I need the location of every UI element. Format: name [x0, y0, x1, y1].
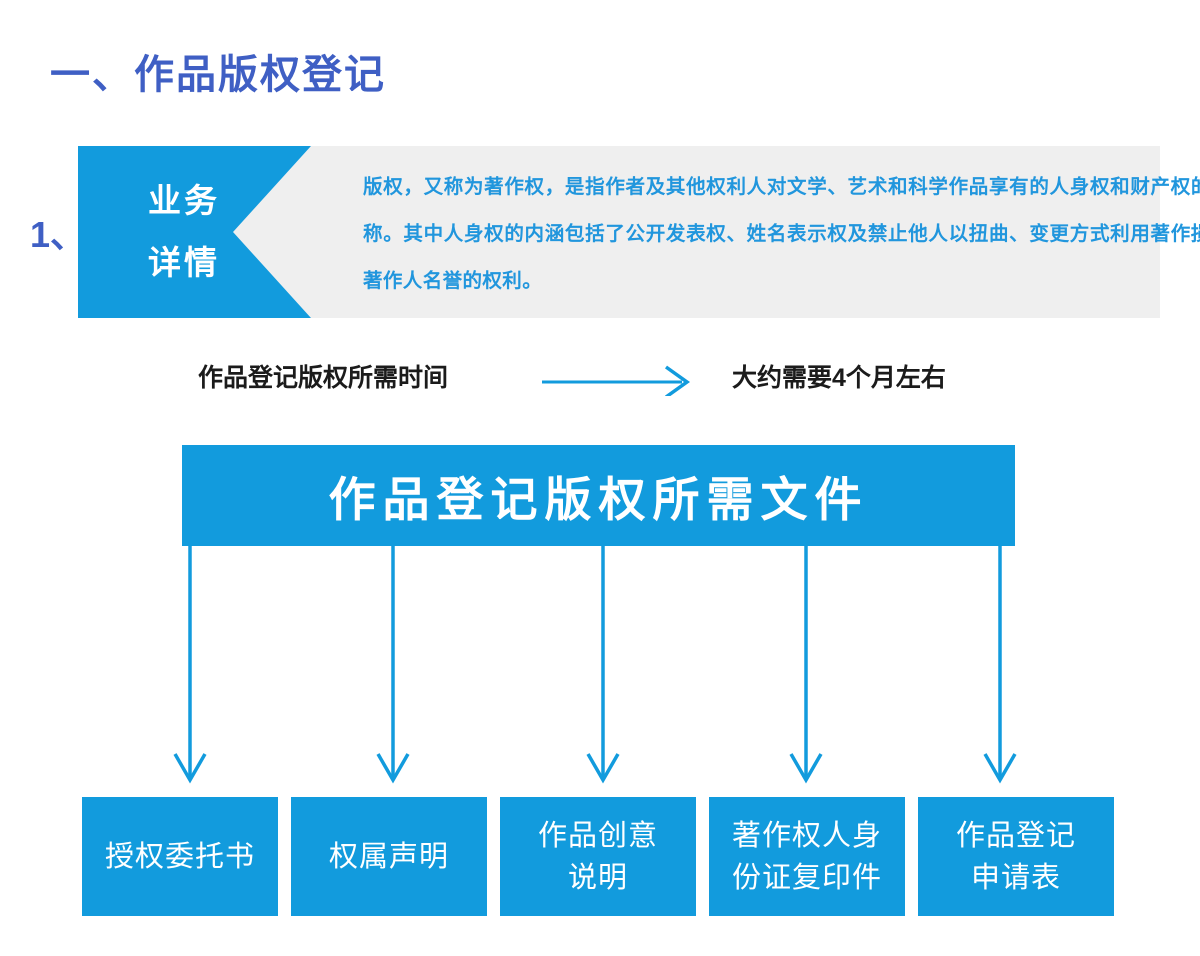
document-box-3[interactable]: 作品创意 说明 — [500, 797, 696, 916]
duration-right-label: 大约需要4个月左右 — [732, 364, 946, 392]
document-box-1[interactable]: 授权委托书 — [82, 797, 278, 916]
document-boxes: 授权委托书 权属声明 作品创意 说明 著作权人身 份证复印件 作品登记 申请表 — [82, 797, 1130, 916]
detail-index-label: 1、 — [30, 214, 87, 255]
page-title: 一、作品版权登记 — [50, 53, 386, 97]
business-detail-block: 1、 业务 详情 版权，又称为著作权，是指作者及其他权利人对文学、艺术和科学作品… — [30, 146, 1200, 318]
detail-paragraph: 版权，又称为著作权，是指作者及其他权利人对文学、艺术和科学作品享有的人身权和财产… — [363, 176, 1200, 292]
documents-header-bar: 作品登记版权所需文件 — [182, 445, 1015, 546]
document-box-4[interactable]: 著作权人身 份证复印件 — [709, 797, 905, 916]
right-arrow-icon — [542, 364, 692, 396]
connector-arrows — [0, 540, 1200, 790]
duration-row: 作品登记版权所需时间 大约需要4个月左右 — [180, 358, 1020, 404]
document-box-2[interactable]: 权属声明 — [291, 797, 487, 916]
document-box-5[interactable]: 作品登记 申请表 — [918, 797, 1114, 916]
duration-left-label: 作品登记版权所需时间 — [198, 364, 449, 392]
detail-label: 业务 详情 — [148, 182, 220, 281]
chevron-banner-icon — [78, 146, 311, 318]
documents-header-title: 作品登记版权所需文件 — [328, 473, 869, 526]
